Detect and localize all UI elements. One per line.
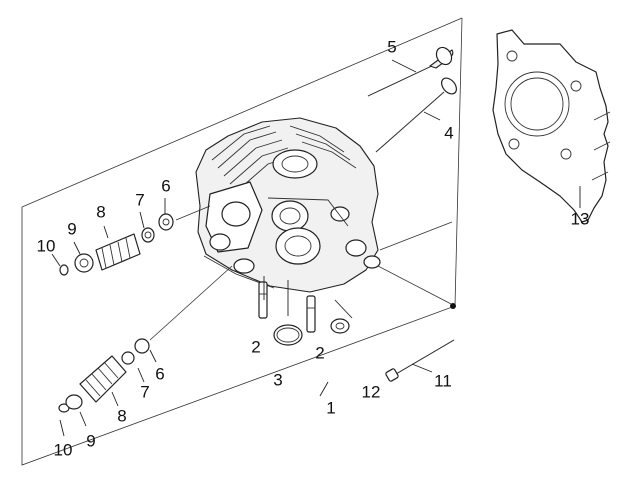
spring-cap-9a [74,253,94,273]
callout-2-left: 2 [251,337,260,356]
cylinder-head-1 [195,117,381,293]
callout-3: 3 [273,370,282,389]
callout-1: 1 [326,398,335,417]
spring-seat-6a [158,213,174,231]
spring-cap-9b [65,394,83,410]
callout-labels: 1 2 2 3 4 5 6 6 7 7 8 8 9 9 10 10 11 12 … [37,37,590,459]
valve-4 [375,77,457,153]
dowel-pin-2b [306,295,316,333]
callout-10-top: 10 [37,236,56,255]
head-gasket-13 [492,29,611,223]
callout-4: 4 [444,123,453,142]
callout-8-top: 8 [96,202,105,221]
valve-spring-8a [95,233,141,271]
bushing-12 [330,299,353,334]
callout-9-bottom: 9 [86,431,95,450]
callout-13: 13 [571,209,590,228]
callout-8-bottom: 8 [117,406,126,425]
callout-7-top: 7 [135,190,144,209]
callout-10-bottom: 10 [54,440,73,459]
callout-6-bottom: 6 [155,364,164,383]
valve-retainer-10a [59,264,69,276]
dowel-pin-2a [258,281,268,319]
leader-lines [51,59,581,437]
valve-5 [367,46,454,97]
reference-dot [450,303,456,309]
valve-seal-7a [141,227,155,243]
callout-11: 11 [434,371,452,390]
spring-seat-6b [134,338,150,354]
callout-5: 5 [387,37,396,56]
callout-7-bottom: 7 [140,382,149,401]
callout-9-top: 9 [67,219,76,238]
assembly-frame [21,17,463,466]
stud-bolt-11 [385,339,455,382]
callout-12: 12 [362,382,381,401]
valve-spring-8b [79,355,127,403]
o-ring-3 [273,324,303,346]
callout-2-right: 2 [315,343,324,362]
callout-6-top: 6 [161,176,170,195]
valve-seal-7b [121,351,135,365]
